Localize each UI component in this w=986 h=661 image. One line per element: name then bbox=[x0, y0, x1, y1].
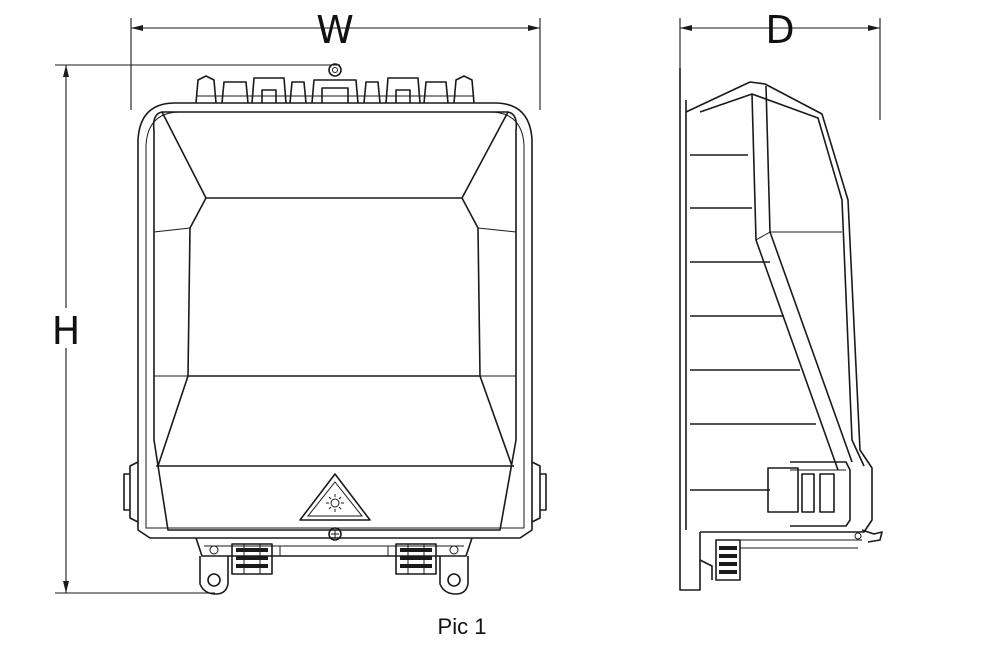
width-label: W bbox=[316, 8, 354, 52]
left-mounting-ear bbox=[199, 545, 229, 595]
height-dimension: H bbox=[48, 64, 340, 594]
left-latch bbox=[129, 461, 139, 523]
right-mounting-ear bbox=[439, 545, 469, 595]
lid-outline bbox=[152, 111, 518, 531]
depth-dimension: D bbox=[679, 8, 881, 120]
side-latch bbox=[767, 461, 851, 527]
height-label: H bbox=[52, 309, 81, 353]
top-clip-row bbox=[195, 63, 475, 104]
laser-warning-triangle-icon bbox=[299, 473, 371, 521]
back-plate bbox=[679, 68, 701, 591]
right-cable-gland bbox=[395, 543, 437, 575]
lid-screw bbox=[328, 527, 342, 541]
front-view bbox=[123, 63, 547, 595]
depth-label: D bbox=[765, 8, 794, 52]
width-dimension: W bbox=[130, 8, 541, 110]
figure-caption: Pic 1 bbox=[438, 614, 487, 639]
side-view bbox=[679, 68, 883, 591]
bottom-base bbox=[195, 537, 473, 557]
right-latch bbox=[531, 461, 541, 523]
side-body bbox=[685, 81, 873, 533]
left-cable-gland bbox=[231, 543, 273, 575]
side-ribs bbox=[690, 154, 816, 491]
outer-housing bbox=[137, 102, 533, 539]
side-cable-gland bbox=[715, 539, 741, 581]
